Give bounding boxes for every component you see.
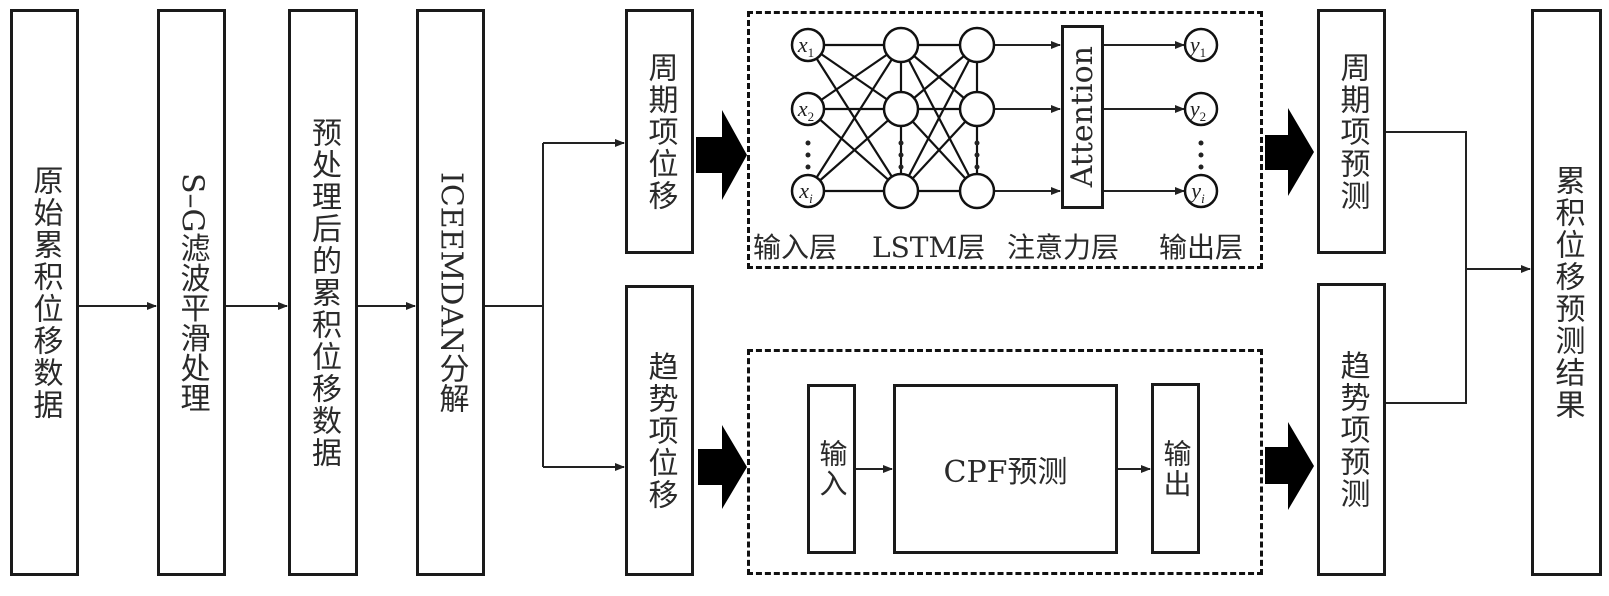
final-result-label: 累积位移预测结果 bbox=[1549, 164, 1585, 421]
nn-edge bbox=[900, 108, 978, 192]
nn-edge bbox=[807, 108, 902, 192]
output-node bbox=[1183, 91, 1219, 127]
ellipsis-dot bbox=[974, 140, 980, 146]
trend-prediction-box: 趋势项预测 bbox=[1317, 283, 1386, 576]
raw-data-label: 原始累积位移数据 bbox=[27, 164, 63, 421]
lstm-node bbox=[958, 172, 996, 210]
input-node bbox=[790, 27, 826, 63]
output-node bbox=[1183, 173, 1219, 209]
layer-label-output: 输出层 bbox=[1159, 231, 1244, 264]
ellipsis-dot bbox=[1198, 140, 1204, 146]
ellipsis-dot bbox=[898, 140, 904, 146]
periodic-component-label: 周期项位移 bbox=[642, 51, 678, 212]
ellipsis-dot bbox=[1198, 164, 1204, 170]
final-result-box: 累积位移预测结果 bbox=[1531, 9, 1602, 576]
preprocessed-data-label: 预处理后的累积位移数据 bbox=[306, 116, 341, 469]
sg-filter-box: S–G滤波平滑处理 bbox=[157, 9, 226, 576]
merge-line bbox=[1386, 131, 1467, 404]
periodic-prediction-box: 周期项预测 bbox=[1317, 9, 1386, 254]
periodic-prediction-label: 周期项预测 bbox=[1334, 51, 1370, 212]
trend-prediction-label: 趋势项预测 bbox=[1334, 349, 1370, 510]
layer-label-attention: 注意力层 bbox=[1007, 231, 1120, 264]
iceemdan-box: ICEEMDAN分解 bbox=[416, 9, 485, 576]
cpf-output-label: 输出 bbox=[1159, 438, 1193, 499]
block-arrow-trend-in bbox=[698, 425, 747, 509]
block-arrow-periodic-in bbox=[696, 110, 747, 200]
attention-box: Attention bbox=[1061, 25, 1104, 209]
cpf-input-label: 输入 bbox=[815, 439, 849, 499]
raw-data-box: 原始累积位移数据 bbox=[10, 9, 79, 576]
output-node bbox=[1183, 27, 1219, 63]
block-arrow-trend-out bbox=[1265, 422, 1314, 510]
trend-component-label: 趋势项位移 bbox=[642, 350, 678, 511]
ellipsis-dot bbox=[974, 164, 980, 170]
layer-label-lstm: LSTM层 bbox=[872, 231, 986, 264]
ellipsis-dot bbox=[805, 152, 811, 158]
cpf-core-box: CPF预测 bbox=[893, 384, 1118, 554]
preprocessed-data-box: 预处理后的累积位移数据 bbox=[288, 9, 358, 576]
lstm-node bbox=[958, 90, 996, 128]
sg-filter-label: S–G滤波平滑处理 bbox=[174, 172, 210, 413]
ellipsis-dot bbox=[1198, 152, 1204, 158]
cpf-module bbox=[747, 349, 1263, 575]
cpf-core-label: CPF预测 bbox=[943, 455, 1068, 490]
ellipsis-dot bbox=[974, 152, 980, 158]
trend-component-box: 趋势项位移 bbox=[625, 285, 694, 576]
nn-edge bbox=[900, 44, 978, 192]
input-node bbox=[790, 173, 826, 209]
nn-edge bbox=[807, 44, 902, 110]
periodic-component-box: 周期项位移 bbox=[625, 9, 694, 254]
cpf-input-box: 输入 bbox=[807, 384, 856, 554]
nn-edge bbox=[807, 44, 902, 192]
ellipsis-dot bbox=[898, 152, 904, 158]
cpf-output-box: 输出 bbox=[1151, 383, 1200, 554]
lstm-attention-module bbox=[747, 11, 1263, 269]
ellipsis-dot bbox=[805, 140, 811, 146]
lstm-node bbox=[882, 172, 920, 210]
lstm-node bbox=[958, 26, 996, 64]
iceemdan-label: ICEEMDAN分解 bbox=[433, 171, 469, 414]
layer-label-input: 输入层 bbox=[753, 231, 838, 264]
lstm-node bbox=[882, 26, 920, 64]
ellipsis-dot bbox=[898, 164, 904, 170]
lstm-node bbox=[882, 90, 920, 128]
block-arrow-periodic-out bbox=[1265, 108, 1314, 196]
input-node bbox=[790, 91, 826, 127]
ellipsis-dot bbox=[805, 164, 811, 170]
